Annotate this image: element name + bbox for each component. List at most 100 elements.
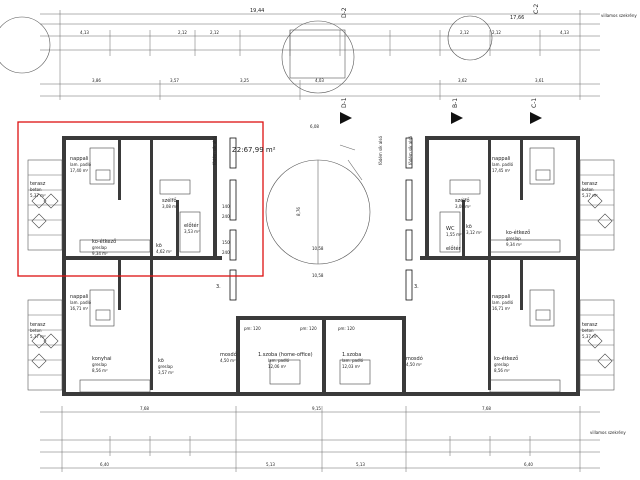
dim-top-mid3: 4,03 <box>315 78 324 83</box>
room-tr-kitchen: ko-étkező <box>506 229 530 236</box>
room-bl-terrace-sub: beton <box>30 328 42 333</box>
room-br-terrace-area: 5,37 m² <box>582 334 598 339</box>
room-c-office-sub: lam. padló <box>268 358 290 363</box>
room-c-bedroom-area: 12,03 m² <box>342 364 361 369</box>
axis-d2: D-2 <box>341 7 348 18</box>
highlight-area-label: Z2:67,99 m² <box>232 146 276 154</box>
room-tr-terrace-sub: beton <box>582 187 594 192</box>
dim-row2-f: 4,13 <box>560 30 569 35</box>
label-stair-a: 3. <box>216 284 221 290</box>
room-bl-bath-area: 3,57 m² <box>158 370 174 375</box>
villamos-label-top: villamos szekrény <box>601 13 637 18</box>
room-c-bedroom-sub: lam. padló <box>342 358 364 363</box>
dim-top-mid: 3,57 <box>170 78 179 83</box>
dim-top-left-inner: 3,86 <box>92 78 101 83</box>
dim-bottom-mid: 9,15 <box>312 406 321 411</box>
villamos-label-bottom: villamos szekrény <box>590 430 626 435</box>
dim-bottom-a: 7,68 <box>140 406 149 411</box>
room-tl-living-sub: lam. padló <box>70 162 92 167</box>
room-tl-living-area: 17,40 m² <box>70 168 89 173</box>
dim-top-right: 17,66 <box>510 15 524 21</box>
label-slab-a: födém sík alsó <box>212 136 217 165</box>
top-dimension-lines: 19,44 17,66 3,86 3,57 3,25 4,03 3,62 3,6… <box>40 8 600 100</box>
dim-row2-d: 2,12 <box>460 30 469 35</box>
room-tl-closet: szélfő <box>162 197 177 204</box>
bottom-dimension-lines: 7,68 9,15 7,68 6,40 5,13 5,13 6,40 <box>40 406 600 472</box>
dim-v-e: 8,76 <box>296 207 301 216</box>
room-tr-bath-area: 3,12 m² <box>466 230 482 235</box>
dim-top-mid2: 3,25 <box>240 78 249 83</box>
room-bl-bath-sub: greslap <box>158 364 173 369</box>
axis-c1: C-1 <box>531 98 538 108</box>
room-tl-closet-area: 3,08 m² <box>162 204 178 209</box>
room-tl-bath-area: 4,62 m² <box>156 249 172 254</box>
axis-d1: D-1 <box>341 97 348 108</box>
dim-v-b: 240 <box>222 214 230 219</box>
dim-bottom-b: 7,68 <box>482 406 491 411</box>
dim-center-span: 10,58 <box>312 273 324 278</box>
rooms-top-right: nappali lam. padló 17,45 m² terasz beton… <box>446 156 598 252</box>
room-bl-living-area: 16,71 m² <box>70 306 89 311</box>
label-stair-b: 3. <box>414 284 419 290</box>
room-c-office-area: 12,06 m² <box>268 364 287 369</box>
room-tr-kitchen-sub: greslap <box>506 236 521 241</box>
room-tr-bath: kö <box>466 224 472 230</box>
room-c-bedroom: 1.szoba <box>342 352 361 358</box>
rooms-bottom-left: nappali lam. padló 16,71 m² terasz beton… <box>30 294 237 375</box>
room-br-kitchen: ko-étkező <box>494 355 518 362</box>
dim-v-d: 240 <box>222 250 230 255</box>
dim-top-total: 19,44 <box>250 8 264 14</box>
room-br-wc: mosdó <box>406 355 423 362</box>
room-tr-terrace: terasz <box>582 181 598 187</box>
room-tr-wc: WC <box>446 226 455 232</box>
label-pm-a: pm: 120 <box>244 326 261 331</box>
dim-row2-b: 2,12 <box>178 30 187 35</box>
label-slab-c: födém sík alsó <box>408 136 413 165</box>
highlight-region <box>17 121 264 277</box>
rooms-center: 1.szoba (home-office) lam. padló 12,06 m… <box>216 284 419 369</box>
courtyard-tree <box>265 144 371 265</box>
rooms-bottom-right: nappali lam. padló 16,71 m² terasz beton… <box>406 294 598 373</box>
room-bl-terrace-area: 5,37 m² <box>30 334 46 339</box>
dim-bottom-f: 6,40 <box>524 462 533 467</box>
dim-row2-a: 4,13 <box>80 30 89 35</box>
dim-bottom-d: 5,13 <box>266 462 275 467</box>
room-tl-hall: előtér <box>184 222 200 229</box>
windows <box>229 137 413 301</box>
dim-v-a: 140 <box>222 204 230 209</box>
furniture <box>79 147 561 393</box>
axis-c2: C-2 <box>533 4 540 14</box>
room-tl-terrace: terasz <box>30 181 46 187</box>
room-bl-kitchen-sub: greslap <box>92 362 107 367</box>
dim-row2-c: 2,12 <box>210 30 219 35</box>
label-pm-b: pm: 120 <box>300 326 317 331</box>
axis-b1: B-1 <box>452 98 459 108</box>
room-bl-kitchen: konyhai <box>92 356 112 362</box>
room-tr-kitchen-area: 9,34 m² <box>506 242 522 247</box>
room-br-kitchen-sub: greslap <box>494 362 509 367</box>
room-tl-terrace-area: 5,37 m² <box>30 193 46 198</box>
room-bl-terrace: terasz <box>30 322 46 328</box>
rooms-top-left: nappali lam. padló 17,40 m² terasz beton… <box>30 156 200 256</box>
site-trees <box>0 15 493 94</box>
room-tl-kitchen-area: 9,34 m² <box>92 251 108 256</box>
room-br-living-sub: lam. padló <box>492 300 514 305</box>
building-walls <box>62 136 580 396</box>
room-bl-bath: kö <box>158 358 164 364</box>
room-tr-closet-area: 3,08 m² <box>455 204 471 209</box>
room-tr-wc-area: 1,55 m² <box>446 232 462 237</box>
room-bl-living-sub: lam. padló <box>70 300 92 305</box>
dim-bottom-e: 5,13 <box>356 462 365 467</box>
room-tr-terrace-area: 5,37 m² <box>582 193 598 198</box>
room-bl-wc: mosdó <box>220 351 237 358</box>
room-br-terrace-sub: beton <box>582 328 594 333</box>
dim-center-span2: 10,58 <box>312 246 324 251</box>
room-c-office: 1.szoba (home-office) <box>258 352 313 358</box>
room-br-wc-area: 4,50 m² <box>406 362 422 367</box>
room-tl-terrace-sub: beton <box>30 187 42 192</box>
room-tl-bath: kö <box>156 243 162 249</box>
room-tl-hall-area: 3,53 m² <box>184 229 200 234</box>
dim-top-mid4: 3,62 <box>458 78 467 83</box>
dim-inner-a: 6,08 <box>310 124 319 129</box>
